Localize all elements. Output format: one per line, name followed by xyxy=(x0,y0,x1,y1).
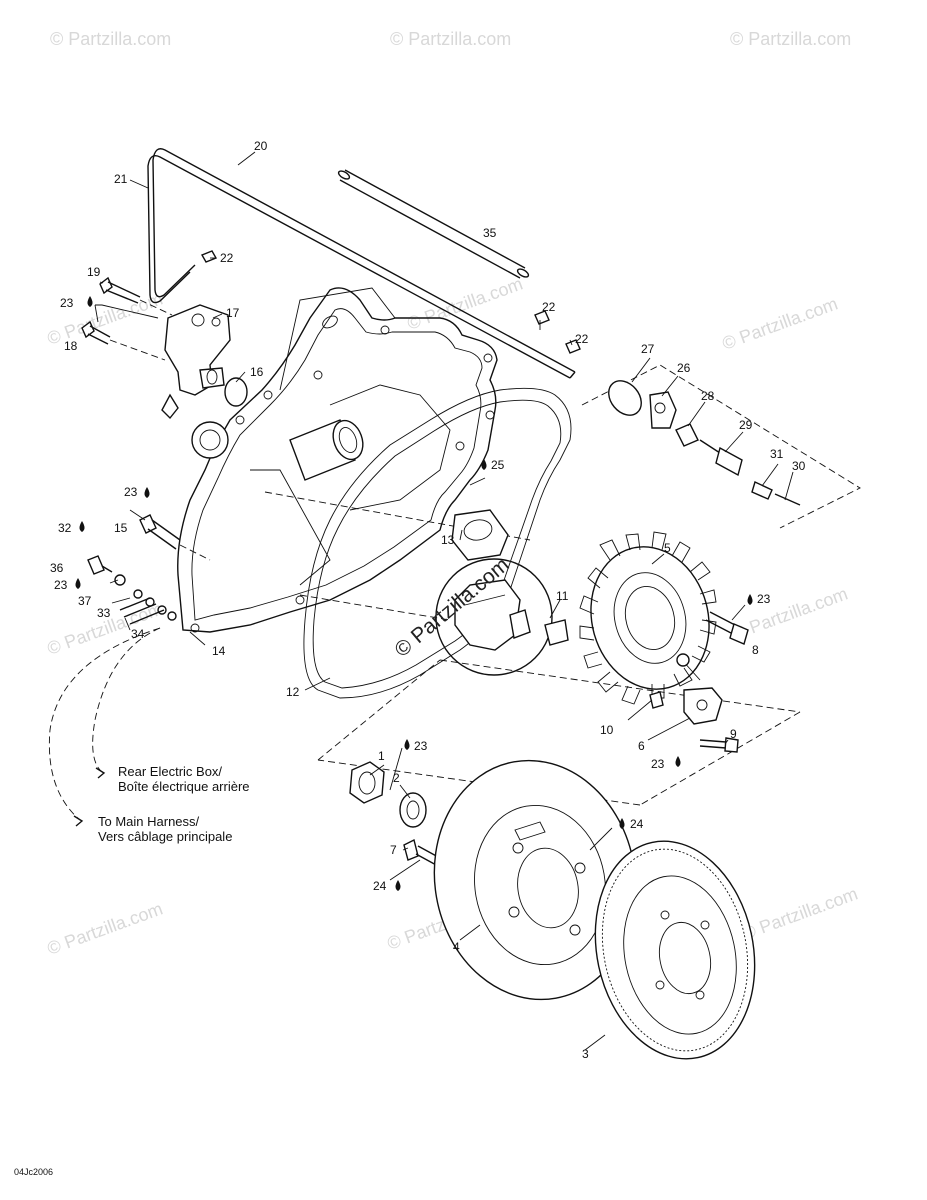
coupling-13 xyxy=(451,509,509,561)
oil-drop-icon xyxy=(481,459,487,470)
oil-drop-icon xyxy=(619,818,625,829)
part-label: 34 xyxy=(131,627,145,641)
part-label: 37 xyxy=(78,594,92,608)
part-label: 28 xyxy=(701,389,715,403)
part-label: 23 xyxy=(54,578,68,592)
part-label: 14 xyxy=(212,644,226,658)
bearing-boss xyxy=(289,419,364,481)
detail-circle-11 xyxy=(435,558,569,676)
part-label: 13 xyxy=(441,533,455,547)
part-label: 4 xyxy=(453,940,460,954)
part-label: 24 xyxy=(630,817,644,831)
part-label: 1 xyxy=(378,749,385,763)
part-label: 16 xyxy=(250,365,264,379)
part-label: 30 xyxy=(792,459,806,473)
part-label: 22 xyxy=(575,332,589,346)
part-label: 36 xyxy=(50,561,64,575)
watermark: © Partzilla.com xyxy=(405,273,526,333)
wire-routing-arrows xyxy=(48,627,161,827)
stator-5 xyxy=(579,531,717,705)
sensor-6 xyxy=(649,653,739,753)
main-harness-note: To Main Harness/ xyxy=(98,814,200,829)
part-label: 33 xyxy=(97,606,111,620)
part-label: 29 xyxy=(739,418,753,432)
part-label: 20 xyxy=(254,139,268,153)
part-label: 32 xyxy=(58,521,72,535)
oil-drop-icon xyxy=(675,756,681,767)
screw-18 xyxy=(81,320,166,361)
part-label: 23 xyxy=(651,757,665,771)
part-label: 3 xyxy=(582,1047,589,1061)
watermark: © Partzilla.com xyxy=(50,29,171,49)
part-label: 9 xyxy=(730,727,737,741)
part-labels: 20 21 35 22 22 22 19 23 17 18 16 27 26 2… xyxy=(50,139,806,1061)
part-label: 17 xyxy=(226,306,240,320)
part-label: 11 xyxy=(556,589,569,603)
part-label: 12 xyxy=(286,685,300,699)
part-label: 23 xyxy=(757,592,771,606)
oil-pump-17 xyxy=(161,304,231,420)
clips-22 xyxy=(200,250,581,354)
routing-notes: Rear Electric Box/ Boîte électrique arri… xyxy=(98,764,250,844)
oil-drop-icon xyxy=(395,880,401,891)
part-label: 15 xyxy=(114,521,128,535)
part-label: 2 xyxy=(393,771,400,785)
oil-drop-icon xyxy=(79,521,85,532)
diagram-code: 04Jc2006 xyxy=(14,1167,53,1177)
oil-drop-icon xyxy=(404,739,410,750)
watermark: © Partzilla.com xyxy=(45,898,166,958)
watermark: © Partzilla.com xyxy=(720,293,841,353)
o-ring-16 xyxy=(224,377,248,407)
oil-drop-icon xyxy=(747,594,753,605)
part-label: 5 xyxy=(664,541,671,555)
leader-lines xyxy=(94,151,794,1051)
connector-group xyxy=(608,380,801,506)
screw-19 xyxy=(99,276,173,316)
part-label: 23 xyxy=(124,485,138,499)
cable-20-21 xyxy=(147,148,576,379)
part-label: 23 xyxy=(60,296,74,310)
part-label: 24 xyxy=(373,879,387,893)
part-label: 31 xyxy=(770,447,784,461)
ring-gear-3 xyxy=(594,840,756,1060)
main-harness-note-fr: Vers câblage principale xyxy=(98,829,232,844)
oil-drop-icon xyxy=(75,578,81,589)
part-label: 6 xyxy=(638,739,645,753)
rear-electric-box-note-fr: Boîte électrique arrière xyxy=(118,779,250,794)
part-label: 27 xyxy=(641,342,655,356)
watermark: © Partzilla.com xyxy=(730,583,851,643)
oil-drop-icon xyxy=(144,487,150,498)
oil-drop-icon xyxy=(87,296,93,307)
rear-electric-box-note: Rear Electric Box/ xyxy=(118,764,222,779)
part-label: 21 xyxy=(114,172,128,186)
watermark: © Partzilla.com xyxy=(740,883,861,943)
part-label: 22 xyxy=(220,251,234,265)
part-label: 35 xyxy=(483,226,497,240)
flywheel-rotor-4 xyxy=(433,759,637,1001)
oil-drop-icons xyxy=(75,296,753,891)
part-label: 19 xyxy=(87,265,101,279)
tube-35 xyxy=(337,169,530,279)
part-label: 10 xyxy=(600,723,614,737)
part-label: 22 xyxy=(542,300,556,314)
part-label: 8 xyxy=(752,643,759,657)
part-label: 26 xyxy=(677,361,691,375)
watermark: © Partzilla.com xyxy=(730,29,851,49)
part-label: 25 xyxy=(491,458,505,472)
part-label: 7 xyxy=(390,843,397,857)
part-label: 18 xyxy=(64,339,78,353)
part-label: 23 xyxy=(414,739,428,753)
watermark: © Partzilla.com xyxy=(390,29,511,49)
plug-36-washers xyxy=(87,555,177,625)
bolt-8 xyxy=(705,611,749,645)
housing-cover-14 xyxy=(177,287,498,633)
